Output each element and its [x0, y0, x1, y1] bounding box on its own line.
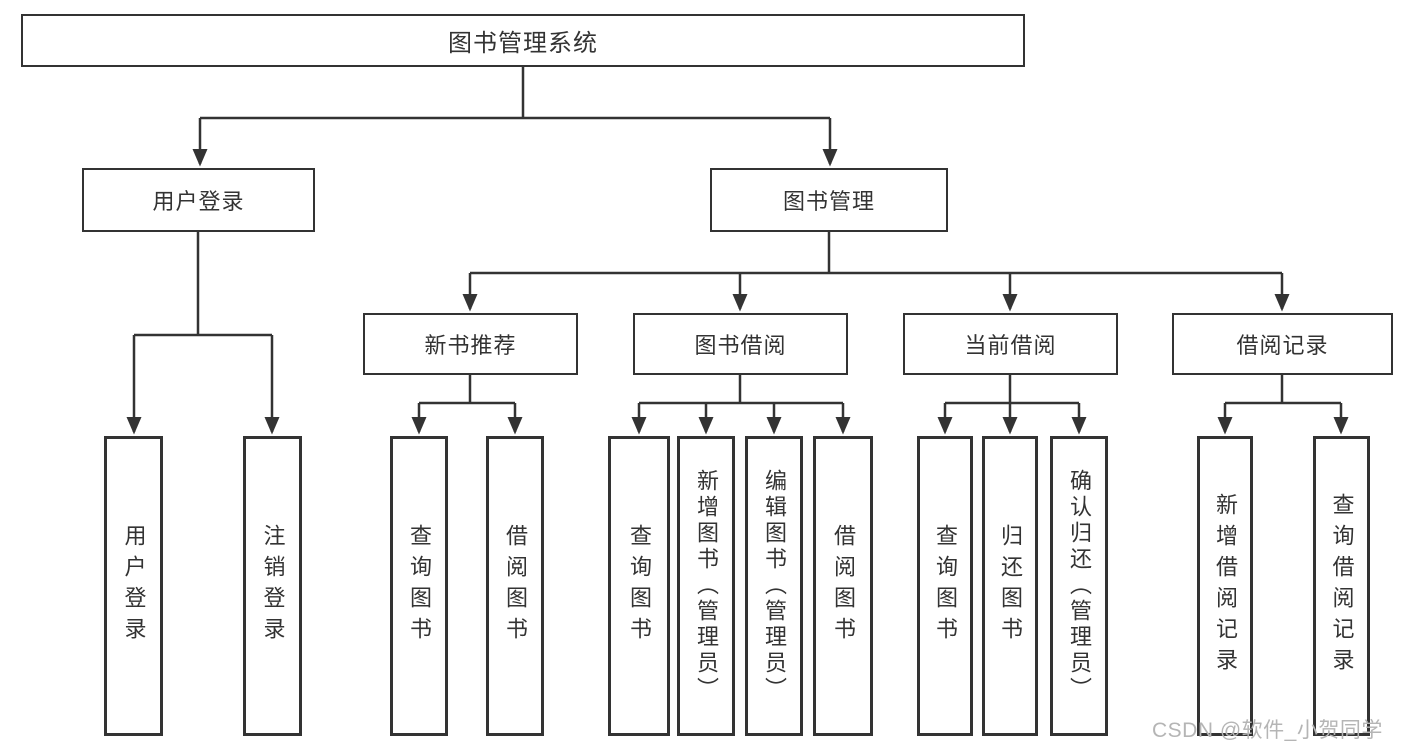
node-add-books-admin: 新增图书（管理员）	[677, 436, 735, 736]
node-query-borrow-record: 查询借阅记录	[1313, 436, 1370, 736]
node-user-login: 用户登录	[82, 168, 315, 232]
node-confirm-return-admin-label: 确认归还（管理员）	[1067, 469, 1092, 703]
node-edit-books-admin: 编辑图书（管理员）	[745, 436, 803, 736]
node-borrow-books-2: 借阅图书	[813, 436, 873, 736]
node-query-books-1-label: 查询图书	[407, 524, 432, 648]
node-add-borrow-record: 新增借阅记录	[1197, 436, 1253, 736]
csdn-watermark: CSDN @软件_小贺同学	[1152, 719, 1383, 742]
node-query-books-3: 查询图书	[917, 436, 973, 736]
node-book-borrowing: 图书借阅	[633, 313, 848, 375]
node-new-book-recommend: 新书推荐	[363, 313, 578, 375]
node-edit-books-admin-label: 编辑图书（管理员）	[762, 469, 787, 703]
node-borrowing-records: 借阅记录	[1172, 313, 1393, 375]
node-book-management: 图书管理	[710, 168, 948, 232]
node-query-books-2: 查询图书	[608, 436, 670, 736]
node-borrow-books-1-label: 借阅图书	[503, 524, 528, 648]
node-user-login-leaf: 用户登录	[104, 436, 163, 736]
node-query-books-1: 查询图书	[390, 436, 448, 736]
node-return-books-label: 归还图书	[998, 524, 1023, 648]
node-confirm-return-admin: 确认归还（管理员）	[1050, 436, 1108, 736]
node-add-borrow-record-label: 新增借阅记录	[1213, 493, 1238, 679]
node-logout-label: 注销登录	[260, 524, 286, 648]
node-add-books-admin-label: 新增图书（管理员）	[694, 469, 719, 703]
node-borrow-books-1: 借阅图书	[486, 436, 544, 736]
node-current-borrowing: 当前借阅	[903, 313, 1118, 375]
node-query-borrow-record-label: 查询借阅记录	[1329, 493, 1355, 679]
node-user-login-leaf-label: 用户登录	[121, 524, 147, 648]
node-logout: 注销登录	[243, 436, 302, 736]
node-query-books-2-label: 查询图书	[627, 524, 652, 648]
node-query-books-3-label: 查询图书	[933, 524, 958, 648]
node-return-books: 归还图书	[982, 436, 1038, 736]
node-borrow-books-2-label: 借阅图书	[831, 524, 856, 648]
node-library-system: 图书管理系统	[21, 14, 1025, 67]
